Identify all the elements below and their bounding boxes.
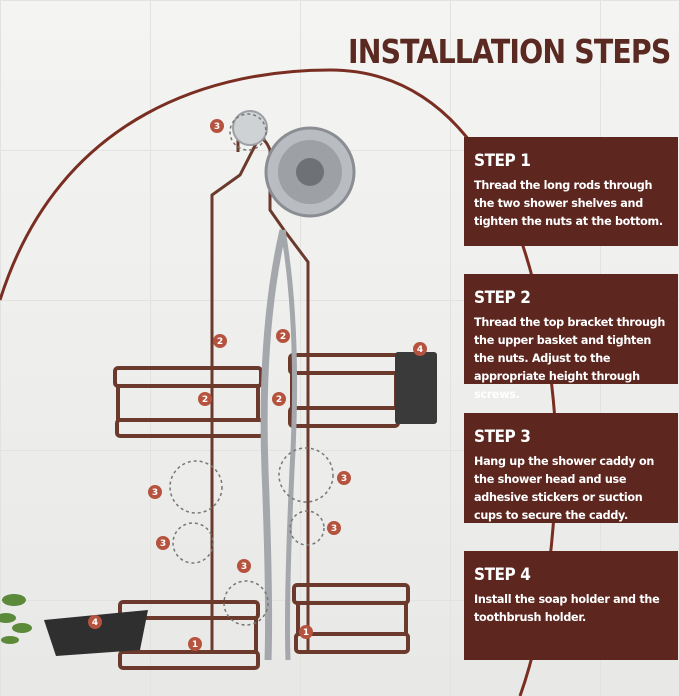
number-markers xyxy=(88,119,427,651)
step-title: STEP 1 xyxy=(474,151,531,171)
marker-label: 4 xyxy=(92,618,98,628)
marker-label: 2 xyxy=(202,395,208,405)
shower-hose-2 xyxy=(280,229,298,661)
step-card-3: STEP 3 Hang up the shower caddy on the s… xyxy=(464,413,678,523)
step-text: Hang up the shower caddy on the shower h… xyxy=(474,455,655,522)
suction-mount xyxy=(232,110,268,146)
decorative-arc xyxy=(0,68,558,696)
marker-label: 1 xyxy=(303,628,309,638)
marker-label: 3 xyxy=(152,488,158,498)
marker-label: 2 xyxy=(280,332,286,342)
shower-hose xyxy=(260,229,287,661)
step-title: STEP 3 xyxy=(474,427,531,447)
marker-label: 3 xyxy=(160,539,166,549)
soap-holder xyxy=(44,610,148,656)
marker-label: 4 xyxy=(417,345,423,355)
shower-head xyxy=(264,126,356,218)
marker-label: 1 xyxy=(192,640,198,650)
page-heading: INSTALLATION STEPS xyxy=(348,32,671,71)
toothbrush-holder xyxy=(395,352,437,424)
step-card-4: STEP 4 Install the soap holder and the t… xyxy=(464,551,678,660)
marker-label: 2 xyxy=(276,395,282,405)
upper-right-basket xyxy=(288,353,400,428)
upper-left-basket xyxy=(113,366,265,438)
step-text: Install the soap holder and the toothbru… xyxy=(474,593,660,624)
marker-label: 2 xyxy=(217,337,223,347)
marker-label: 3 xyxy=(241,562,247,572)
number-marker-labels: 3 2 2 4 2 2 3 3 3 3 3 4 1 1 xyxy=(92,122,423,650)
marker-label: 3 xyxy=(214,122,220,132)
step-text: Thread the long rods through the two sho… xyxy=(474,179,663,228)
step-text: Thread the top bracket through the upper… xyxy=(474,316,666,401)
step-title: STEP 2 xyxy=(474,288,531,308)
marker-label: 3 xyxy=(331,524,337,534)
marker-label: 3 xyxy=(341,474,347,484)
step-card-1: STEP 1 Thread the long rods through the … xyxy=(464,137,678,246)
plant-decoration xyxy=(0,594,32,644)
step-title: STEP 4 xyxy=(474,565,531,585)
step-card-2: STEP 2 Thread the top bracket through th… xyxy=(464,274,678,401)
lower-right-basket xyxy=(292,583,410,654)
adhesive-circles xyxy=(169,113,334,626)
